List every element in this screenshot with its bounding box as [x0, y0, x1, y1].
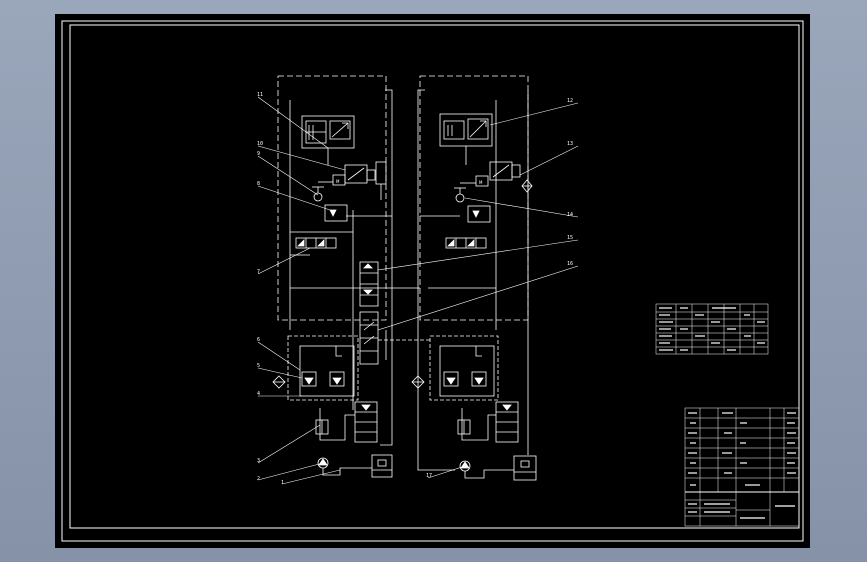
callout-2: 2 [257, 476, 260, 482]
outer-border [61, 20, 804, 542]
callout-17: 17 [426, 473, 432, 479]
callout-15: 15 [567, 235, 573, 241]
left-circuit: M [272, 75, 420, 478]
left-motor-label: M [336, 179, 340, 184]
left-dashed-boundary [277, 75, 387, 321]
left-motor [332, 174, 346, 186]
callout-3: 3 [257, 458, 260, 464]
title-block [684, 407, 800, 527]
right-relief-valve [467, 205, 491, 223]
callout-5: 5 [257, 363, 260, 369]
left-relief-a [301, 371, 317, 387]
callout-11: 11 [257, 92, 263, 98]
callout-16: 16 [567, 261, 573, 267]
callout-9: 9 [257, 151, 260, 157]
callout-labels: 11 10 9 8 7 6 5 4 3 2 1 12 13 14 15 16 1… [257, 92, 573, 486]
right-motor [475, 175, 489, 187]
left-lower-dashed-box [287, 335, 359, 401]
left-tank-box [371, 454, 393, 478]
callout-12: 12 [567, 98, 573, 104]
callout-6: 6 [257, 337, 260, 343]
leader-lines [257, 96, 579, 485]
center-valve-stack [359, 261, 430, 365]
left-relief-b [329, 371, 345, 387]
drawing-sheet [55, 14, 810, 548]
right-motor-label: M [479, 180, 483, 185]
right-lower-dashed-box [429, 335, 499, 401]
right-top-filter [521, 179, 533, 193]
right-relief-a [443, 371, 459, 387]
left-relief-valve [324, 204, 348, 222]
right-circuit: M [411, 75, 537, 481]
inner-border [69, 24, 800, 529]
right-tank-box [513, 455, 537, 481]
callout-7: 7 [257, 269, 260, 275]
right-filter [411, 375, 425, 389]
callout-14: 14 [567, 212, 573, 218]
right-relief-b [471, 371, 487, 387]
callout-8: 8 [257, 181, 260, 187]
legend-table [655, 303, 769, 355]
callout-4: 4 [257, 391, 260, 397]
callout-13: 13 [567, 141, 573, 147]
left-filter [272, 375, 286, 389]
callout-1: 1 [281, 480, 284, 486]
callout-10: 10 [257, 141, 263, 147]
